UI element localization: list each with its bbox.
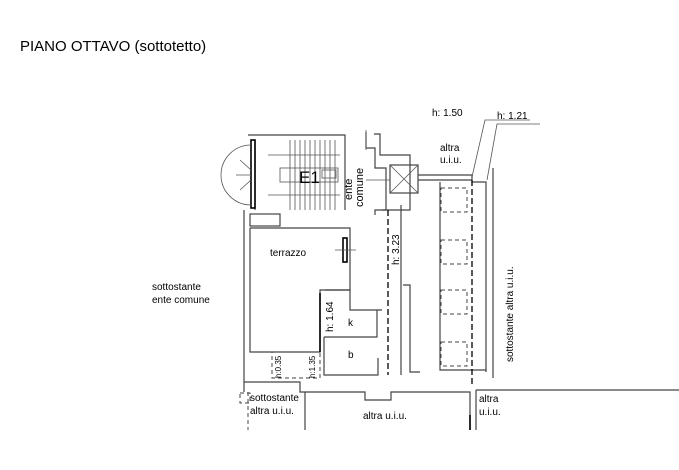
plan-label: sottostante bbox=[152, 282, 201, 293]
room-k: k bbox=[348, 318, 354, 329]
plan-label: h:1.35 bbox=[308, 355, 317, 378]
plan-label: altra bbox=[440, 143, 460, 154]
ente-comune-core: ente comune bbox=[343, 130, 419, 215]
stair-label: E1 bbox=[299, 168, 320, 187]
room-b: b bbox=[348, 350, 354, 361]
plan-label: comune bbox=[354, 168, 366, 207]
plan-label: sottostante bbox=[250, 393, 299, 404]
height-leader-1-50: h: 1.50 bbox=[432, 108, 530, 178]
plan-label: ente bbox=[343, 179, 355, 200]
plan-label: h: 1.64 bbox=[325, 301, 336, 332]
plan-label: sottostante altra u.i.u. bbox=[505, 266, 516, 362]
corridor: h: 3.23 bbox=[387, 205, 420, 375]
right-unit: altra u.i.u. sottostante altra u.i.u. bbox=[418, 143, 516, 385]
plan-label: h:0.35 bbox=[274, 355, 283, 378]
plan-label: h: 1.50 bbox=[432, 108, 463, 119]
plan-label: h: 1.21 bbox=[497, 111, 528, 122]
plan-label: altra u.i.u. bbox=[363, 411, 407, 422]
bottom-units: sottostante altra u.i.u. altra u.i.u. al… bbox=[239, 381, 679, 430]
plan-label: u.i.u. bbox=[440, 155, 462, 166]
plan-label: terrazzo bbox=[270, 248, 307, 259]
staircase-e1: E1 bbox=[220, 134, 346, 210]
height-leader-1-21: h: 1.21 bbox=[486, 111, 540, 181]
plan-label: altra u.i.u. bbox=[250, 406, 294, 417]
terrazzo-room: terrazzo h:0.35 h:1.35 bbox=[243, 210, 356, 392]
plan-label: ente comune bbox=[152, 295, 210, 306]
plan-title: PIANO OTTAVO (sottotetto) bbox=[20, 38, 207, 55]
plan-label: altra bbox=[479, 394, 499, 405]
kitchen-bath: h: 1.64 k b bbox=[319, 289, 382, 376]
plan-label: h: 3.23 bbox=[391, 234, 402, 265]
plan-label: u.i.u. bbox=[479, 407, 501, 418]
